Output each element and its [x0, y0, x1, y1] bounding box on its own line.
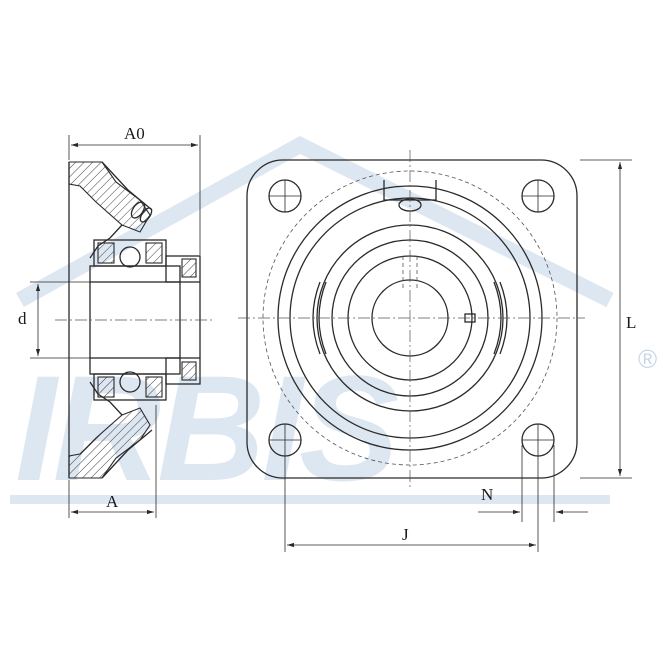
side-section-view — [55, 161, 215, 479]
watermark-text: IRBIS — [15, 344, 398, 512]
dim-L: L — [580, 159, 636, 479]
locking-collar — [165, 255, 201, 283]
dim-N: N — [478, 445, 588, 522]
dim-d: d — [18, 281, 92, 359]
dim-A0: A0 — [68, 124, 201, 255]
lower-housing-section — [68, 407, 151, 479]
registered-mark: ® — [638, 344, 657, 374]
dim-J: J — [284, 456, 539, 552]
front-view — [238, 150, 585, 488]
label-A0: A0 — [124, 124, 145, 143]
grease-nipple — [130, 201, 153, 223]
bearing-ball-top — [119, 246, 141, 268]
label-N: N — [481, 485, 493, 504]
label-A: A — [106, 492, 119, 511]
label-d: d — [18, 309, 27, 328]
label-J: J — [402, 525, 409, 544]
irbis-watermark: IRBIS ® — [10, 135, 657, 512]
label-L: L — [626, 313, 636, 332]
bearing-ball-bottom — [119, 371, 141, 393]
square-flange — [246, 159, 578, 479]
dim-A: A — [68, 405, 157, 518]
upper-housing-section — [68, 161, 151, 233]
